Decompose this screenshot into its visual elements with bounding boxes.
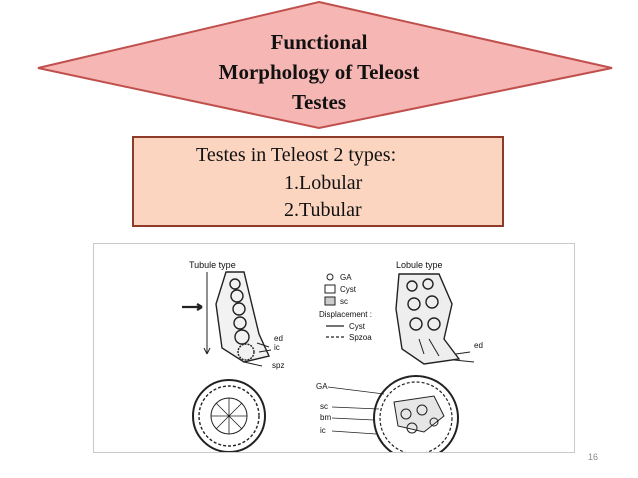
title-diamond <box>37 0 613 130</box>
testes-types-box: Testes in Teleost 2 types: 1.Lobular 2.T… <box>132 136 504 227</box>
label-ed-left: ed <box>274 334 283 343</box>
tubule-type-label: Tubule type <box>189 260 236 270</box>
legend-sc: sc <box>340 297 348 306</box>
legend-cyst: Cyst <box>340 285 357 294</box>
tubule-structure <box>182 271 272 367</box>
title-line-3: Testes <box>291 90 347 114</box>
types-heading: Testes in Teleost 2 types: <box>196 144 397 166</box>
legend-displacement: Displacement : <box>319 310 372 319</box>
label-spz: spz <box>272 361 284 370</box>
type-item-lobular: 1.Lobular <box>284 172 363 194</box>
legend-ga: GA <box>340 273 352 282</box>
label-ic-bottom: ic <box>320 426 326 435</box>
legend-sc-symbol <box>324 296 336 306</box>
tubule-cross-section <box>192 379 266 453</box>
slide-title: Functional Morphology of Teleost Testes <box>160 27 478 117</box>
label-sc-bottom: sc <box>320 402 328 411</box>
lobule-type-label: Lobule type <box>396 260 443 270</box>
label-ed-right: ed <box>474 341 483 350</box>
lobule-cross-section <box>373 375 459 461</box>
leader-lines <box>327 386 385 435</box>
testes-diagram-drawing: Tubule type Lobule type ed ic spz GA Cys… <box>182 260 483 461</box>
slide-number: 16 <box>588 452 599 462</box>
legend-displacement-spzoa: Spzoa <box>349 333 372 342</box>
legend-cyst-symbol <box>324 284 336 294</box>
diagram-legend: GA Cyst sc Displacement : Cyst Spzoa <box>319 273 372 342</box>
type-item-tubular: 2.Tubular <box>284 199 362 221</box>
label-ic-left: ic <box>274 343 280 352</box>
label-bm-bottom: bm <box>320 413 331 422</box>
legend-displacement-cyst: Cyst <box>349 322 366 331</box>
lobule-structure <box>395 273 475 365</box>
label-ga-bottom: GA <box>316 382 328 391</box>
testes-diagram-figure: Tubule type Lobule type ed ic spz GA Cys… <box>93 243 575 461</box>
title-line-2: Morphology of Teleost <box>218 60 420 84</box>
title-line-1: Functional <box>270 30 368 54</box>
legend-ga-symbol <box>326 273 334 281</box>
